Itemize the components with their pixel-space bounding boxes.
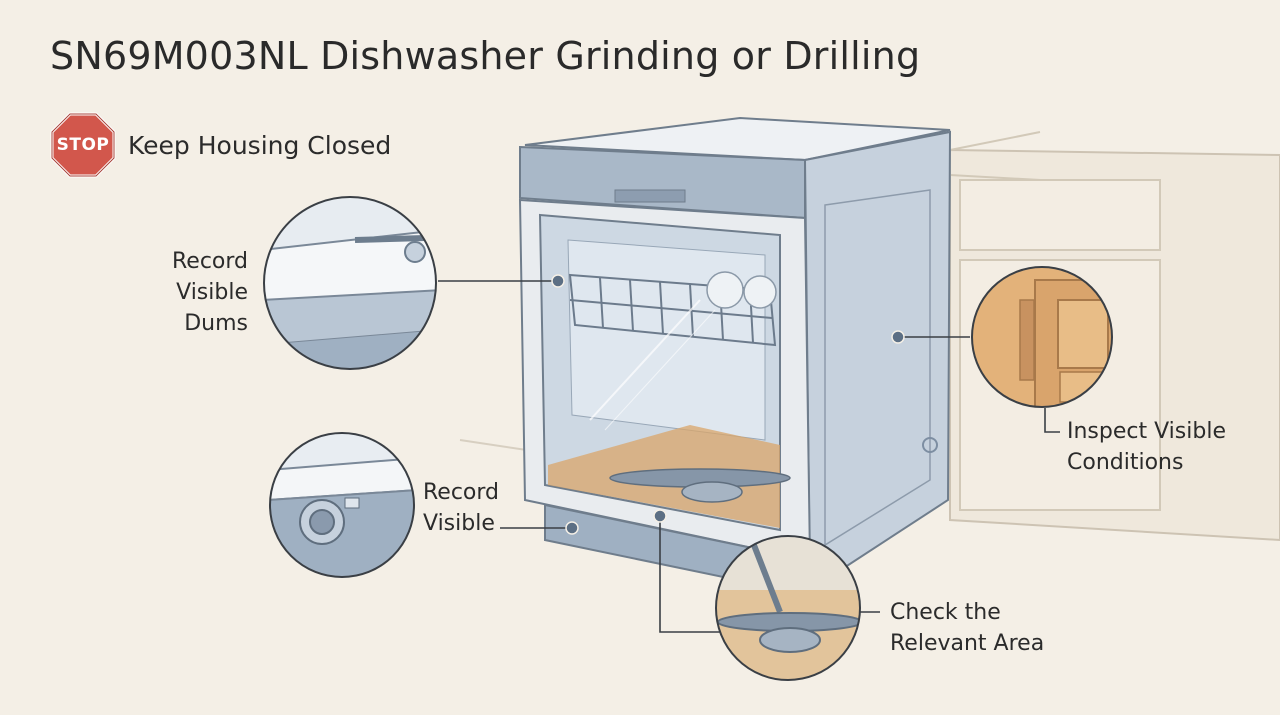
stop-sign-text: STOP [56, 135, 110, 155]
callout-label-bottom-filter: Record Visible [423, 477, 499, 539]
callout-line: Relevant Area [890, 631, 1045, 656]
callout-line: Record [171, 249, 248, 274]
zoom-top-rack [263, 196, 437, 370]
zoom-spray-arm [715, 535, 861, 681]
zoom-side-panel [971, 266, 1113, 408]
warning-label: Keep Housing Closed [128, 130, 392, 160]
callout-line: Record [423, 480, 500, 505]
callout-line: Dums [184, 311, 248, 336]
dishwasher-body [518, 116, 952, 597]
callout-dots [551, 274, 905, 535]
page-title: SN69M003NL Dishwasher Grinding or Drilli… [50, 34, 921, 78]
callout-label-spray-arm: Check the Relevant Area [890, 597, 1044, 659]
callout-label-top-rack: Record Visible Dums [150, 246, 248, 339]
callout-line: Conditions [1067, 450, 1184, 475]
warning-row: STOP Keep Housing Closed [50, 112, 391, 178]
callout-line: Check the [890, 600, 1001, 625]
stop-sign-icon: STOP [50, 112, 116, 178]
callout-label-side-panel: Inspect Visible Conditions [1067, 416, 1226, 478]
zoom-bottom-filter [269, 432, 415, 578]
callout-line: Visible [423, 511, 495, 536]
callout-line: Inspect Visible [1067, 419, 1226, 444]
callout-line: Visible [176, 280, 248, 305]
callout-lines [438, 280, 1060, 633]
